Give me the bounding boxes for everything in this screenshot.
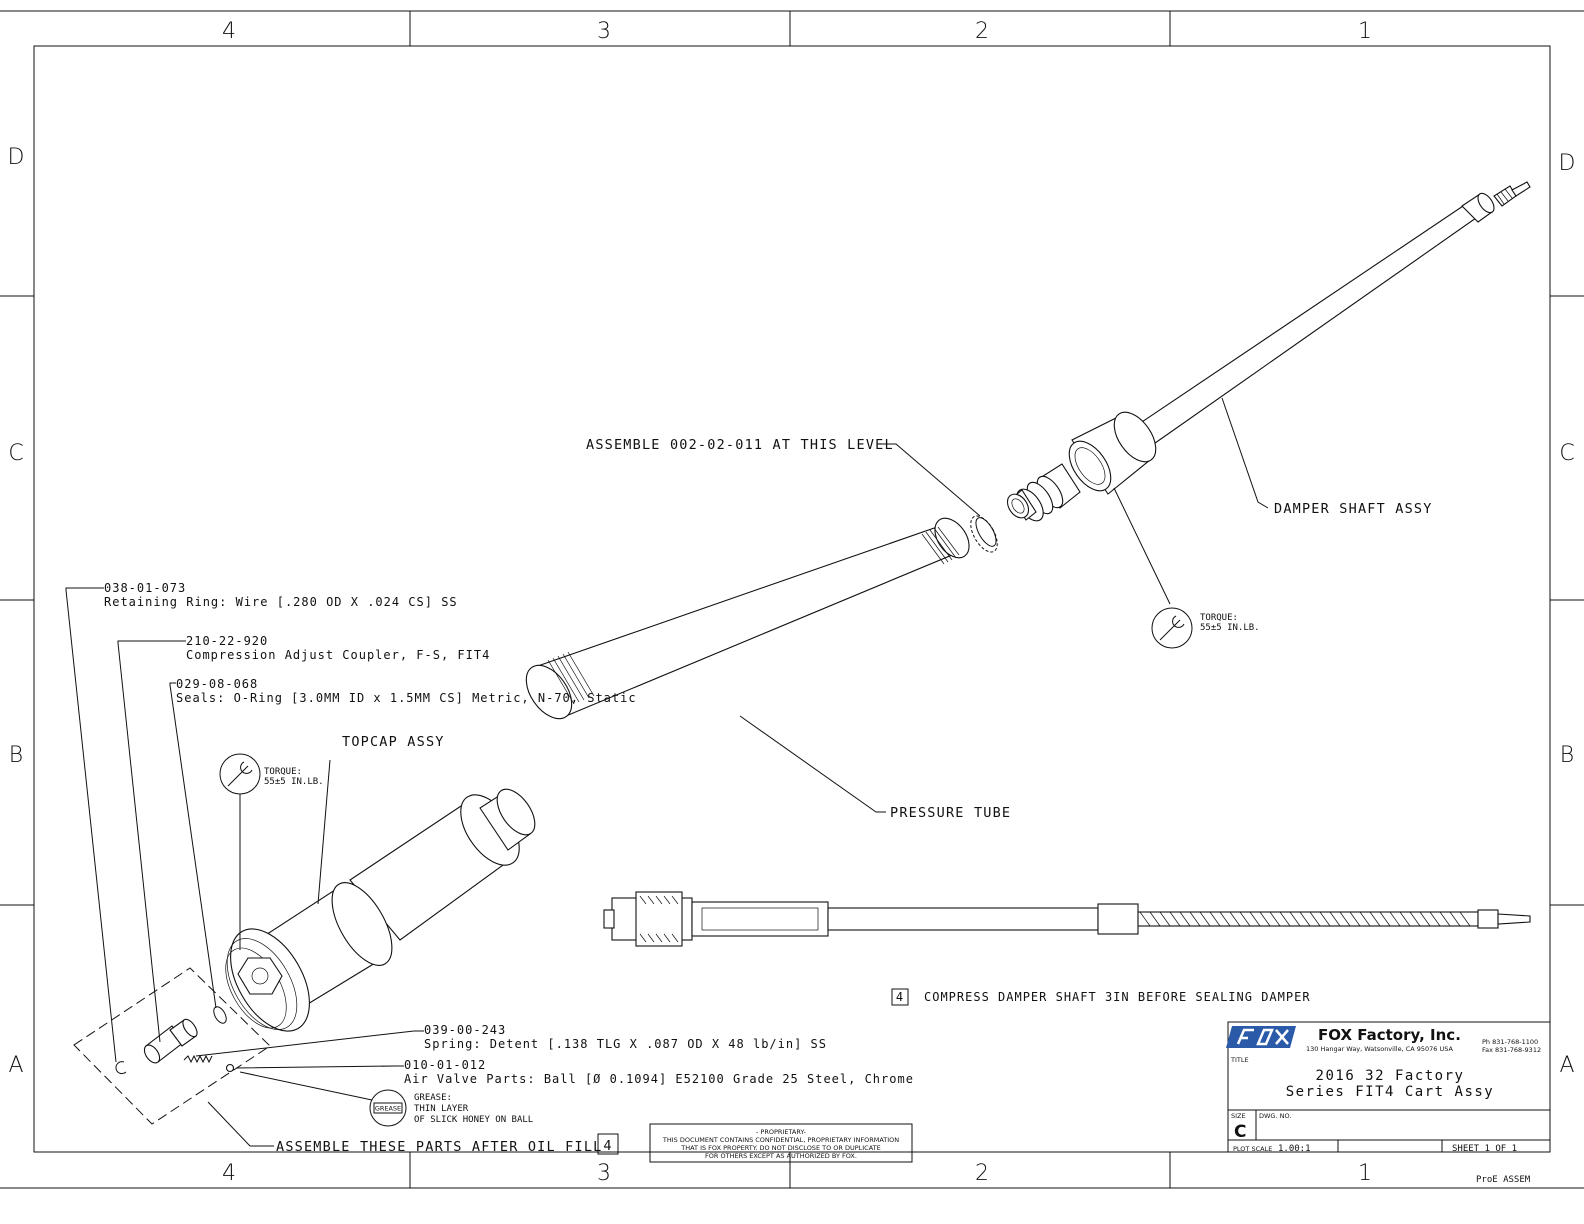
ball-description: Air Valve Parts: Ball [Ø 0.1094] E52100 …	[404, 1072, 914, 1086]
sheet-frame	[0, 10, 1584, 1189]
drawing-title-line-2: Series FIT4 Cart Assy	[1286, 1084, 1495, 1100]
company-fax: Fax 831-768-9312	[1482, 1046, 1541, 1054]
retaining-wire-ring-002	[970, 515, 998, 553]
zone-row-b-left: B	[9, 743, 23, 768]
company-name: FOX Factory, Inc.	[1318, 1026, 1461, 1044]
proprietary-line-3: THAT IS FOX PROPERTY. DO NOT DISCLOSE TO…	[680, 1144, 881, 1152]
zone-row-d-left: D	[8, 145, 25, 170]
title-block: FOX Factory, Inc. 130 Hangar Way, Watson…	[1226, 1021, 1551, 1154]
proe-assem-label: ProE ASSEM	[1476, 1175, 1531, 1185]
zone-col-2-bottom: 2	[975, 1161, 989, 1186]
topcap-callout: TOPCAP ASSY	[342, 734, 445, 750]
torque-wrench-icon	[1151, 607, 1193, 649]
torque-label-left: TORQUE:	[264, 767, 302, 777]
fox-logo-icon	[1226, 1026, 1296, 1048]
size-value: C	[1234, 1122, 1246, 1142]
after-oil-callout: ASSEMBLE THESE PARTS AFTER OIL FILL	[276, 1139, 602, 1155]
zone-row-c-right: C	[1559, 441, 1574, 466]
spring-description: Spring: Detent [.138 TLG X .087 OD X 48 …	[424, 1037, 827, 1051]
proprietary-box: - PROPRIETARY- THIS DOCUMENT CONTAINS CO…	[649, 1123, 913, 1163]
proprietary-line-4: FOR OTHERS EXCEPT AS AUTHORIZED BY FOX.	[705, 1152, 857, 1160]
drawing-title-line-1: 2016 32 Factory	[1316, 1068, 1465, 1084]
proprietary-line-2: THIS DOCUMENT CONTAINS CONFIDENTIAL, PRO…	[662, 1136, 899, 1144]
coupler-part-number: 210-22-920	[186, 634, 268, 648]
ring-description: Retaining Ring: Wire [.280 OD X .024 CS]…	[104, 595, 458, 609]
company-address: 130 Hangar Way, Watsonville, CA 95076 US…	[1306, 1045, 1454, 1053]
torque-value-left: 55±5 IN.LB.	[264, 777, 324, 787]
section-view	[603, 891, 1531, 947]
zone-col-2-top: 2	[975, 19, 989, 44]
dwg-no-label: DWG. NO.	[1259, 1112, 1291, 1120]
grease-line-1: THIN LAYER	[414, 1104, 469, 1114]
ring-part-number: 038-01-073	[104, 581, 186, 595]
zone-col-1-top: 1	[1358, 19, 1372, 44]
company-phone: Ph 831-768-1100	[1482, 1038, 1538, 1046]
damper-shaft-callout: DAMPER SHAFT ASSY	[1274, 501, 1433, 517]
flag-box-compress	[891, 988, 909, 1006]
oring-part-number: 029-08-068	[176, 677, 258, 691]
torque-label-right: TORQUE:	[1200, 613, 1238, 623]
flag-number: 4	[603, 1138, 612, 1154]
zone-col-1-bottom: 1	[1358, 1161, 1372, 1186]
zone-col-3-top: 3	[597, 19, 611, 44]
o-ring-part	[213, 1006, 227, 1024]
flag-box	[597, 1133, 619, 1155]
assemble-level-callout: ASSEMBLE 002-02-011 AT THIS LEVEL	[586, 437, 894, 453]
grease-line-2: OF SLICK HONEY ON BALL	[414, 1115, 533, 1125]
spring-part-number: 039-00-243	[424, 1023, 506, 1037]
title-label: TITLE	[1230, 1056, 1249, 1064]
grease-icon: GREASE	[369, 1089, 407, 1127]
proprietary-line-1: - PROPRIETARY-	[756, 1128, 807, 1136]
grease-icon-label: GREASE	[375, 1105, 401, 1113]
zone-col-4-top: 4	[222, 19, 236, 44]
zone-row-c-left: C	[8, 441, 23, 466]
zone-row-a-left: A	[8, 1053, 23, 1078]
zone-row-d-right: D	[1559, 151, 1576, 176]
torque-wrench-icon	[219, 753, 261, 795]
torque-value-right: 55±5 IN.LB.	[1200, 623, 1260, 633]
plot-scale-label: PLOT SCALE	[1233, 1145, 1272, 1153]
plot-scale-value: 1.00:1	[1278, 1144, 1311, 1154]
oring-description: Seals: O-Ring [3.0MM ID x 1.5MM CS] Metr…	[176, 691, 637, 705]
sheet-number: SHEET 1 OF 1	[1452, 1144, 1517, 1154]
zone-col-3-bottom: 3	[597, 1161, 611, 1186]
damper-shaft-assy	[1006, 181, 1531, 522]
pressure-tube	[525, 517, 970, 720]
compress-note: COMPRESS DAMPER SHAFT 3IN BEFORE SEALING…	[924, 990, 1311, 1004]
coupler-description: Compression Adjust Coupler, F-S, FIT4	[186, 648, 490, 662]
zone-col-4-bottom: 4	[222, 1161, 236, 1186]
topcap-assy	[225, 788, 536, 1032]
leader-lines	[65, 397, 1269, 1147]
flag-number-compress: 4	[896, 990, 904, 1004]
pressure-tube-callout: PRESSURE TUBE	[890, 805, 1011, 821]
size-label: SIZE	[1231, 1112, 1246, 1120]
zone-row-a-right: A	[1559, 1053, 1574, 1078]
zone-row-b-right: B	[1560, 743, 1574, 768]
after-oil-parts	[73, 967, 271, 1125]
ball-part-number: 010-01-012	[404, 1058, 486, 1072]
grease-title: GREASE:	[414, 1093, 452, 1103]
